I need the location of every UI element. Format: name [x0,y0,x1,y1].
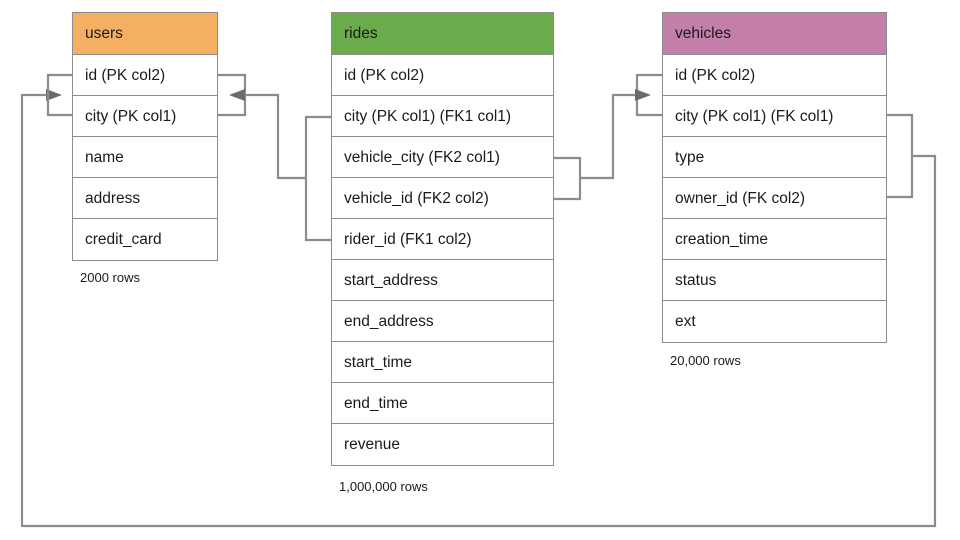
field-vehicles-creation-time[interactable]: creation_time [663,219,886,260]
field-vehicles-ext[interactable]: ext [663,301,886,342]
arrowhead-into-users-outer-bracket [46,89,62,101]
field-vehicles-city[interactable]: city (PK col1) (FK col1) [663,96,886,137]
entity-users-title: users [85,25,123,42]
field-vehicles-status[interactable]: status [663,260,886,301]
field-vehicles-id[interactable]: id (PK col2) [663,55,886,96]
field-users-name[interactable]: name [73,137,217,178]
entity-users[interactable]: users id (PK col2) city (PK col1) name a… [72,12,218,261]
field-vehicles-owner-id[interactable]: owner_id (FK col2) [663,178,886,219]
field-rides-rider-id[interactable]: rider_id (FK1 col2) [332,219,553,260]
entity-vehicles-header: vehicles [663,13,886,55]
rowcount-vehicles: 20,000 rows [670,353,741,368]
arrowhead-into-users-left-bracket [229,89,245,101]
field-users-city[interactable]: city (PK col1) [73,96,217,137]
entity-rides[interactable]: rides id (PK col2) city (PK col1) (FK1 c… [331,12,554,466]
rowcount-users: 2000 rows [80,270,140,285]
entity-vehicles-title: vehicles [675,25,731,42]
field-users-credit-card[interactable]: credit_card [73,219,217,260]
field-rides-revenue[interactable]: revenue [332,424,553,465]
edge-rides-vehicle-to-vehicles [554,73,662,201]
field-rides-end-address[interactable]: end_address [332,301,553,342]
field-rides-start-address[interactable]: start_address [332,260,553,301]
field-users-address[interactable]: address [73,178,217,219]
field-rides-id[interactable]: id (PK col2) [332,55,553,96]
rowcount-rides: 1,000,000 rows [339,479,428,494]
entity-rides-title: rides [344,25,378,42]
entity-vehicles[interactable]: vehicles id (PK col2) city (PK col1) (FK… [662,12,887,343]
field-vehicles-type[interactable]: type [663,137,886,178]
field-rides-end-time[interactable]: end_time [332,383,553,424]
entity-rides-header: rides [332,13,553,55]
field-rides-vehicle-id[interactable]: vehicle_id (FK2 col2) [332,178,553,219]
edge-rides-rider-to-users [218,73,331,242]
arrowhead-into-vehicles-left-bracket [635,89,651,101]
entity-users-header: users [73,13,217,55]
field-rides-vehicle-city[interactable]: vehicle_city (FK2 col1) [332,137,553,178]
field-users-id[interactable]: id (PK col2) [73,55,217,96]
field-rides-city[interactable]: city (PK col1) (FK1 col1) [332,96,553,137]
bracket-users-outer [46,73,72,117]
field-rides-start-time[interactable]: start_time [332,342,553,383]
